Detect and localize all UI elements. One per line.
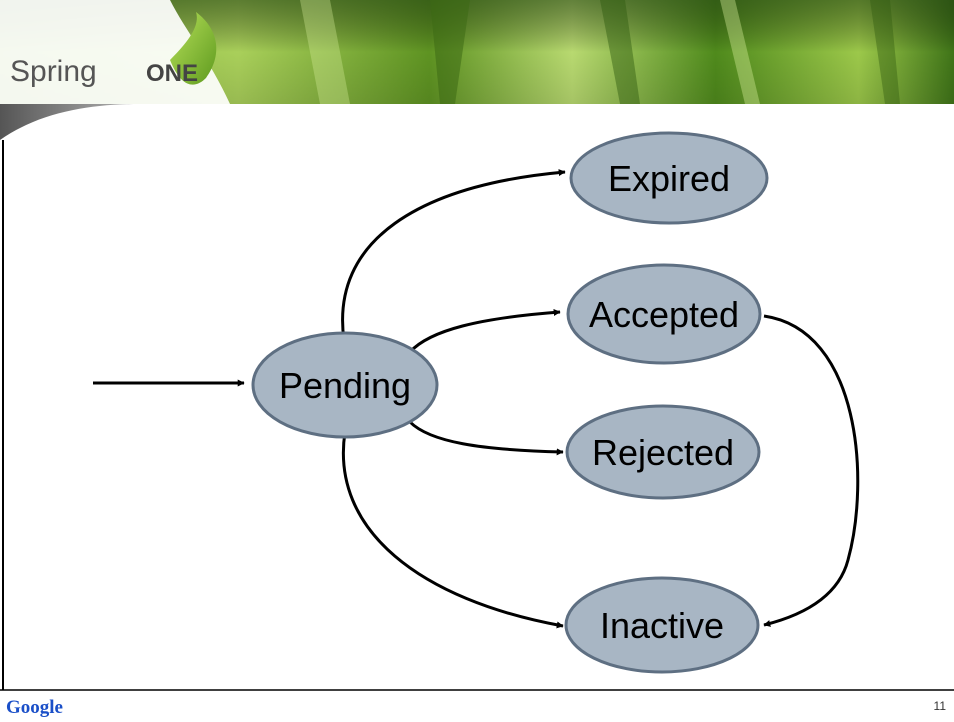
logo-text-spring: Spring (10, 55, 97, 88)
logo-swoosh-icon (170, 12, 217, 85)
state-expired-label: Expired (608, 158, 730, 199)
page-number: 11 (934, 699, 947, 713)
edge-pending-inactive (341, 431, 564, 629)
state-expired: Expired (569, 131, 769, 225)
state-inactive: Inactive (564, 576, 760, 674)
google-logo: Google (6, 697, 63, 718)
state-inactive-label: Inactive (600, 605, 724, 646)
edge-pending-expired (341, 169, 566, 341)
state-pending: Pending (251, 331, 439, 439)
google-wordmark-icon: Google (6, 697, 63, 718)
logo-text-one: ONE (146, 60, 198, 87)
springone-logo: Spring ONE (10, 12, 217, 88)
edge-accepted-inactive (763, 314, 860, 627)
state-pending-label: Pending (279, 365, 411, 406)
transitions (93, 169, 860, 629)
page-curl (0, 104, 140, 140)
edge-pending-rejected (408, 420, 564, 456)
state-accepted: Accepted (566, 263, 762, 365)
edge-pending-accepted (408, 308, 561, 354)
state-rejected-label: Rejected (592, 432, 734, 473)
header-banner (0, 0, 954, 104)
state-rejected: Rejected (565, 404, 761, 500)
state-accepted-label: Accepted (589, 294, 739, 335)
